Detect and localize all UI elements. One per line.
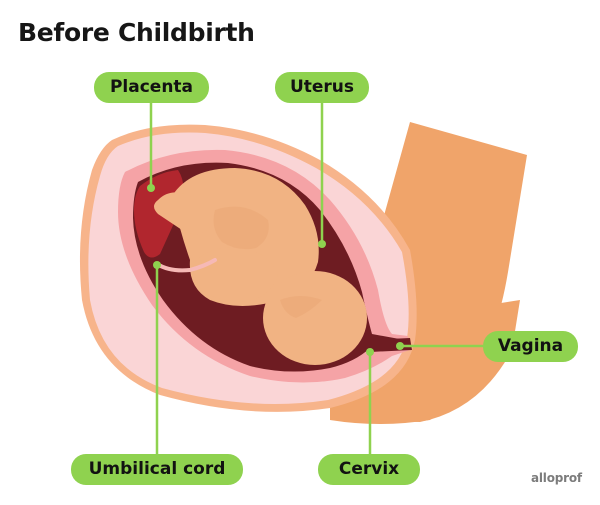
fetus-arm — [154, 192, 210, 235]
vagina-dot — [396, 342, 404, 350]
leader-dots — [147, 184, 404, 356]
uterus-label: Uterus — [275, 72, 369, 103]
umbilical-cord — [155, 258, 217, 273]
fetus-shading — [213, 206, 269, 250]
leader-lines — [149, 103, 483, 454]
cervix-dot — [366, 348, 374, 356]
fetus-shading-head — [280, 296, 322, 318]
placenta-dot — [147, 184, 155, 192]
umbilical-cord-label: Umbilical cord — [71, 454, 243, 485]
vagina-label: Vagina — [483, 331, 578, 362]
uterus-dot — [318, 240, 326, 248]
umbilical-dot — [153, 261, 161, 269]
fetus-head — [263, 271, 367, 365]
cervix-label: Cervix — [318, 454, 420, 485]
page-title: Before Childbirth — [18, 18, 255, 47]
brand-logo: alloprof — [531, 471, 582, 485]
placenta-label: Placenta — [94, 72, 209, 103]
